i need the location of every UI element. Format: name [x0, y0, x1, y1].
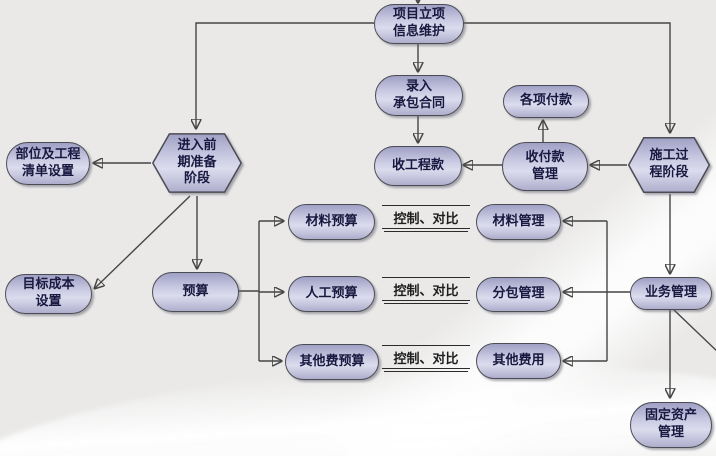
control-compare-text: 控制、对比	[393, 352, 459, 367]
node-labor-budget: 人工预算	[288, 276, 375, 312]
node-other-budget: 其他费预算	[285, 344, 379, 380]
node-target-cost: 目标成本 设置	[5, 274, 92, 314]
node-contract-entry-label: 录入 承包合同	[392, 78, 445, 111]
node-contract-entry: 录入 承包合同	[375, 75, 463, 116]
hexagon-shape	[151, 132, 243, 194]
connector-prep-to-target	[95, 195, 191, 288]
node-construction-phase: 施工过 程阶段	[627, 136, 711, 194]
node-other-cost: 其他费用	[476, 343, 561, 379]
node-receive-payment: 收工程款	[374, 146, 462, 186]
connector-init-to-construction	[463, 22, 670, 132]
node-subcontract-mgmt: 分包管理	[476, 277, 561, 312]
node-other-budget-label: 其他费预算	[299, 353, 365, 369]
node-payment-mgmt-label: 收付款 管理	[525, 149, 565, 182]
node-fixed-assets: 固定资产 管理	[630, 402, 712, 448]
node-material-budget: 材料预算	[288, 204, 375, 240]
node-other-cost-label: 其他费用	[492, 352, 545, 368]
node-budget: 预算	[152, 272, 239, 312]
control-compare-text: 控制、对比	[393, 212, 459, 227]
node-budget-label: 预算	[182, 283, 209, 299]
node-labor-budget-label: 人工预算	[305, 285, 358, 301]
label-control-compare-material: 控制、对比	[382, 205, 470, 232]
node-project-init-label: 项目立项 信息维护	[392, 7, 445, 39]
connector-init-to-prep	[196, 22, 374, 128]
node-material-mgmt: 材料管理	[476, 204, 561, 240]
node-bom-setup-label: 部位及工程 清单设置	[15, 146, 81, 179]
node-payments-label: 各项付款	[519, 93, 572, 109]
node-payment-mgmt: 收付款 管理	[502, 142, 588, 191]
label-control-compare-other: 控制、对比	[382, 345, 470, 372]
node-subcontract-mgmt-label: 分包管理	[492, 286, 545, 302]
node-prep-phase: 进入前 期准备 阶段	[151, 132, 243, 194]
node-business-mgmt: 业务管理	[630, 277, 712, 310]
node-receive-payment-label: 收工程款	[391, 157, 444, 173]
node-business-mgmt-label: 业务管理	[644, 285, 697, 301]
hexagon-shape	[627, 136, 711, 194]
node-target-cost-label: 目标成本 设置	[22, 277, 75, 309]
control-compare-text: 控制、对比	[393, 284, 459, 299]
node-material-mgmt-label: 材料管理	[492, 213, 545, 229]
node-payments: 各项付款	[503, 85, 589, 118]
node-construction-phase-label: 施工过 程阶段	[649, 148, 689, 180]
node-material-budget-label: 材料预算	[305, 213, 358, 229]
node-prep-phase-label: 进入前 期准备 阶段	[177, 138, 217, 187]
label-control-compare-labor: 控制、对比	[382, 277, 470, 304]
connector-business-diagonal	[673, 309, 716, 352]
node-bom-setup: 部位及工程 清单设置	[6, 142, 90, 185]
node-fixed-assets-label: 固定资产 管理	[644, 408, 697, 440]
node-project-init: 项目立项 信息维护	[374, 4, 464, 44]
